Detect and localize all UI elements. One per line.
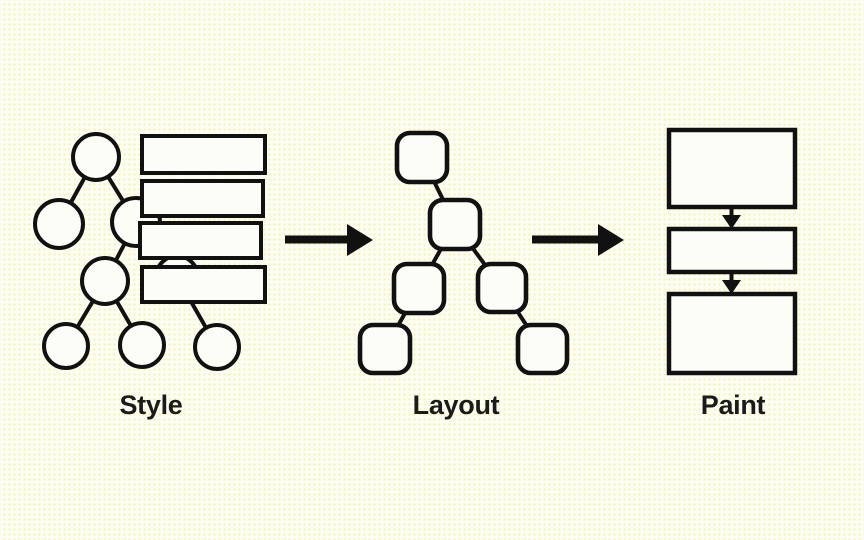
style-rule-box	[140, 265, 267, 304]
right-arrow-icon	[285, 224, 373, 256]
dom-node-circle	[33, 198, 85, 250]
right-arrow-shape	[285, 224, 373, 256]
style-stage-icon	[33, 132, 267, 371]
style-rule-box	[138, 221, 263, 260]
style-rule-box	[140, 134, 267, 175]
dom-node-circle	[80, 256, 130, 306]
layout-box-node	[427, 197, 483, 252]
stage-label-style: Style	[119, 390, 183, 420]
layout-box-node	[357, 322, 413, 376]
stage-label-paint: Paint	[700, 390, 766, 420]
layout-box-node	[391, 261, 447, 316]
paint-record-box	[666, 226, 798, 275]
down-arrow-icon	[722, 272, 741, 294]
layout-box-node	[475, 261, 529, 315]
layout-box-node	[515, 322, 570, 376]
right-arrow-shape	[532, 224, 624, 256]
dom-node-circle	[42, 322, 90, 370]
style-rule-box	[140, 179, 265, 218]
dom-node-circle	[193, 323, 241, 371]
paint-record-box	[666, 127, 798, 210]
paint-stage-icon	[666, 127, 798, 376]
layout-box-node	[394, 130, 450, 185]
right-arrow-icon	[532, 224, 624, 256]
layout-stage-icon	[357, 130, 570, 376]
stage-label-layout: Layout	[412, 390, 500, 420]
down-arrow-icon	[722, 207, 741, 229]
dom-node-circle	[71, 132, 121, 182]
paint-record-box	[666, 291, 798, 376]
dom-node-circle	[118, 321, 166, 369]
